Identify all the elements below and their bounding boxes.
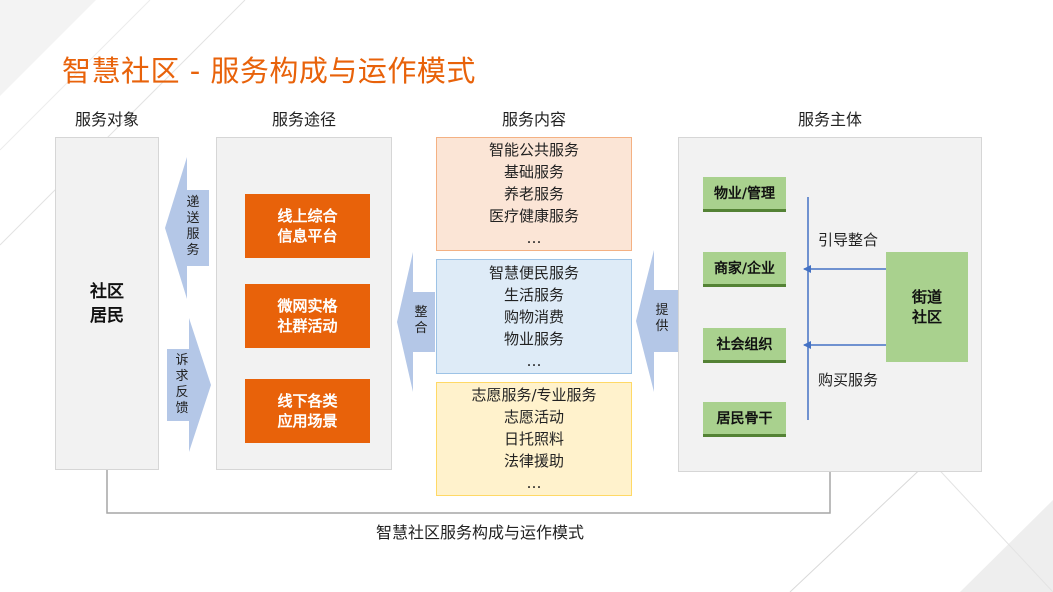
- integrate-arrow: [397, 252, 435, 392]
- content-item: 法律援助: [503, 452, 564, 470]
- content-group-public: 智能公共服务 基础服务 养老服务 医疗健康服务 …: [436, 137, 632, 251]
- provide-arrow: [636, 250, 678, 392]
- street-community-box: 街道 社区: [886, 252, 968, 362]
- content-item: 智慧便民服务: [488, 263, 579, 282]
- content-item: 志愿活动: [503, 408, 564, 426]
- content-item: …: [526, 229, 542, 247]
- channel-offline-scenes: 线下各类 应用场景: [245, 379, 370, 443]
- content-item: 医疗健康服务: [488, 207, 579, 225]
- deliver-arrow: [165, 157, 209, 299]
- content-item: …: [526, 474, 542, 492]
- feedback-arrow: [167, 318, 211, 452]
- provide-label: 提供: [655, 303, 669, 334]
- content-item: 购物消费: [503, 307, 564, 326]
- target-line1: 社区: [90, 281, 124, 302]
- deliver-label: 递送服务: [186, 195, 200, 258]
- channel-grid-community: 微网实格 社群活动: [245, 284, 370, 348]
- target-line2: 居民: [90, 305, 124, 326]
- street-line1: 街道: [911, 288, 942, 306]
- subject-merchants: 商家/企业: [703, 252, 786, 287]
- street-line2: 社区: [911, 308, 942, 326]
- channel-online-line1: 线上综合: [277, 207, 338, 225]
- content-item: 日托照料: [503, 430, 564, 448]
- header-content: 服务内容: [501, 110, 566, 129]
- content-group-convenience: 智慧便民服务 生活服务 购物消费 物业服务 …: [436, 259, 632, 374]
- header-target: 服务对象: [74, 110, 139, 129]
- diagram-caption: 智慧社区服务构成与运作模式: [375, 523, 584, 542]
- page-title: 智慧社区 - 服务构成与运作模式: [62, 54, 476, 88]
- content-item: 养老服务: [503, 185, 564, 203]
- content-item: 物业服务: [503, 329, 564, 348]
- subject-social-orgs: 社会组织: [703, 328, 786, 363]
- annotation-guide: 引导整合: [818, 231, 879, 249]
- annotation-purchase: 购买服务: [818, 371, 879, 389]
- channel-online-line2: 信息平台: [277, 227, 338, 245]
- content-group-volunteer: 志愿服务/专业服务 志愿活动 日托照料 法律援助 …: [436, 382, 632, 496]
- subject-resident-leaders: 居民骨干: [703, 402, 786, 437]
- content-item: …: [526, 351, 542, 370]
- header-channel: 服务途径: [271, 110, 336, 129]
- content-item: 智能公共服务: [488, 141, 579, 159]
- content-item: 志愿服务/专业服务: [471, 386, 597, 404]
- channel-grid-line2: 社群活动: [277, 317, 338, 335]
- header-subject: 服务主体: [797, 110, 862, 129]
- channel-offline-line2: 应用场景: [277, 412, 338, 430]
- content-item: 生活服务: [503, 285, 564, 304]
- channel-online-platform: 线上综合 信息平台: [245, 194, 370, 258]
- channel-grid-line1: 微网实格: [277, 297, 338, 315]
- feedback-label: 诉求反馈: [175, 353, 189, 416]
- channel-offline-line1: 线下各类: [277, 392, 338, 410]
- target-panel: 社区 居民: [55, 137, 159, 470]
- integrate-label: 整合: [414, 305, 428, 336]
- content-item: 基础服务: [503, 163, 564, 181]
- subject-property-management: 物业/管理: [703, 177, 786, 212]
